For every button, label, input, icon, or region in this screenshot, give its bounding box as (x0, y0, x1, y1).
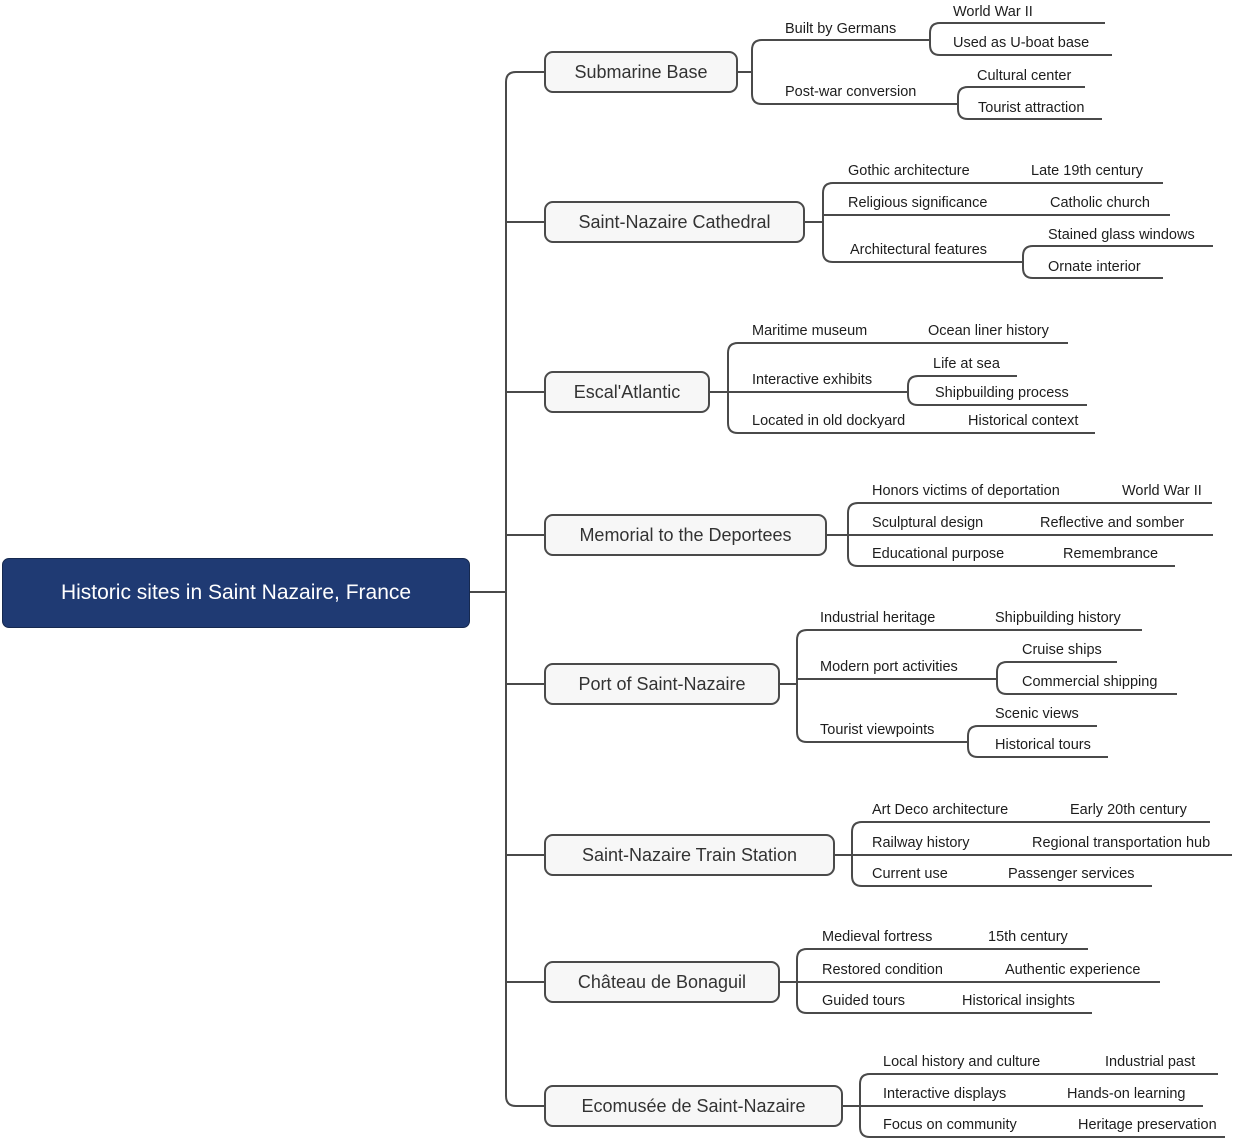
node-shipbuilding-history[interactable]: Shipbuilding history (995, 610, 1121, 626)
node-interactive-displays[interactable]: Interactive displays (883, 1086, 1007, 1102)
node-educational-purpose[interactable]: Educational purpose (872, 546, 1005, 562)
node-sculptural-design[interactable]: Sculptural design (872, 515, 984, 531)
node-train-station[interactable]: Saint-Nazaire Train Station (544, 834, 835, 876)
node-cultural-center[interactable]: Cultural center (977, 68, 1072, 84)
node-cruise-ships[interactable]: Cruise ships (1022, 642, 1102, 658)
node-submarine-base[interactable]: Submarine Base (544, 51, 738, 93)
node-local-history-culture[interactable]: Local history and culture (883, 1054, 1041, 1070)
node-heritage-preservation[interactable]: Heritage preservation (1078, 1117, 1217, 1133)
node-chateau[interactable]: Château de Bonaguil (544, 961, 780, 1003)
node-late-19th-century[interactable]: Late 19th century (1031, 163, 1144, 179)
node-modern-port-activities[interactable]: Modern port activities (820, 659, 958, 675)
node-ornate-interior[interactable]: Ornate interior (1048, 259, 1141, 275)
node-uboat-base[interactable]: Used as U-boat base (953, 35, 1090, 51)
node-reflective-somber[interactable]: Reflective and somber (1040, 515, 1185, 531)
node-memorial[interactable]: Memorial to the Deportees (544, 514, 827, 556)
node-honors-victims[interactable]: Honors victims of deportation (872, 483, 1060, 499)
node-guided-tours[interactable]: Guided tours (822, 993, 906, 1009)
node-railway-history[interactable]: Railway history (872, 835, 970, 851)
node-medieval-fortress[interactable]: Medieval fortress (822, 929, 933, 945)
node-scenic-views[interactable]: Scenic views (995, 706, 1079, 722)
node-label: Port of Saint-Nazaire (578, 673, 746, 694)
node-regional-transportation-hub[interactable]: Regional transportation hub (1032, 835, 1211, 851)
node-early-20th-century[interactable]: Early 20th century (1070, 802, 1187, 818)
node-built-by-germans[interactable]: Built by Germans (785, 21, 897, 37)
node-catholic-church[interactable]: Catholic church (1050, 195, 1150, 211)
node-ecomusee[interactable]: Ecomusée de Saint-Nazaire (544, 1085, 843, 1127)
node-ocean-liner-history[interactable]: Ocean liner history (928, 323, 1049, 339)
node-passenger-services[interactable]: Passenger services (1008, 866, 1135, 882)
node-interactive-exhibits[interactable]: Interactive exhibits (752, 372, 873, 388)
node-tourist-viewpoints[interactable]: Tourist viewpoints (820, 722, 935, 738)
node-current-use[interactable]: Current use (872, 866, 948, 882)
node-architectural-features[interactable]: Architectural features (850, 242, 988, 258)
node-root[interactable]: Historic sites in Saint Nazaire, France (2, 558, 470, 628)
node-located-old-dockyard[interactable]: Located in old dockyard (752, 413, 906, 429)
node-authentic-experience[interactable]: Authentic experience (1005, 962, 1141, 978)
node-commercial-shipping[interactable]: Commercial shipping (1022, 674, 1158, 690)
node-industrial-heritage[interactable]: Industrial heritage (820, 610, 936, 626)
node-world-war-ii[interactable]: World War II (953, 4, 1033, 20)
node-cathedral[interactable]: Saint-Nazaire Cathedral (544, 201, 805, 243)
node-remembrance[interactable]: Remembrance (1063, 546, 1159, 562)
node-historical-insights[interactable]: Historical insights (962, 993, 1075, 1009)
node-industrial-past[interactable]: Industrial past (1105, 1054, 1196, 1070)
node-label: Saint-Nazaire Train Station (581, 844, 798, 865)
node-art-deco-architecture[interactable]: Art Deco architecture (872, 802, 1009, 818)
node-hands-on-learning[interactable]: Hands-on learning (1067, 1086, 1186, 1102)
node-religious-significance[interactable]: Religious significance (848, 195, 988, 211)
node-world-war-ii-2[interactable]: World War II (1122, 483, 1202, 499)
node-focus-on-community[interactable]: Focus on community (883, 1117, 1017, 1133)
node-escal-atlantic[interactable]: Escal'Atlantic (544, 371, 710, 413)
node-tourist-attraction[interactable]: Tourist attraction (978, 100, 1085, 116)
node-gothic-architecture[interactable]: Gothic architecture (848, 163, 970, 179)
node-label: Memorial to the Deportees (579, 524, 792, 545)
node-label: Submarine Base (574, 61, 708, 82)
node-historical-context[interactable]: Historical context (968, 413, 1079, 429)
node-label: Escal'Atlantic (573, 381, 681, 402)
node-port[interactable]: Port of Saint-Nazaire (544, 663, 780, 705)
node-stained-glass-windows[interactable]: Stained glass windows (1048, 227, 1195, 243)
root-label: Historic sites in Saint Nazaire, France (60, 581, 412, 604)
node-label: Saint-Nazaire Cathedral (578, 211, 771, 232)
node-historical-tours[interactable]: Historical tours (995, 737, 1091, 753)
node-15th-century[interactable]: 15th century (988, 929, 1068, 945)
node-label: Ecomusée de Saint-Nazaire (581, 1095, 806, 1116)
node-life-at-sea[interactable]: Life at sea (933, 356, 1000, 372)
node-postwar-conversion[interactable]: Post-war conversion (785, 84, 917, 100)
node-label: Château de Bonaguil (577, 971, 747, 992)
node-restored-condition[interactable]: Restored condition (822, 962, 943, 978)
node-shipbuilding-process[interactable]: Shipbuilding process (935, 385, 1069, 401)
node-maritime-museum[interactable]: Maritime museum (752, 323, 868, 339)
